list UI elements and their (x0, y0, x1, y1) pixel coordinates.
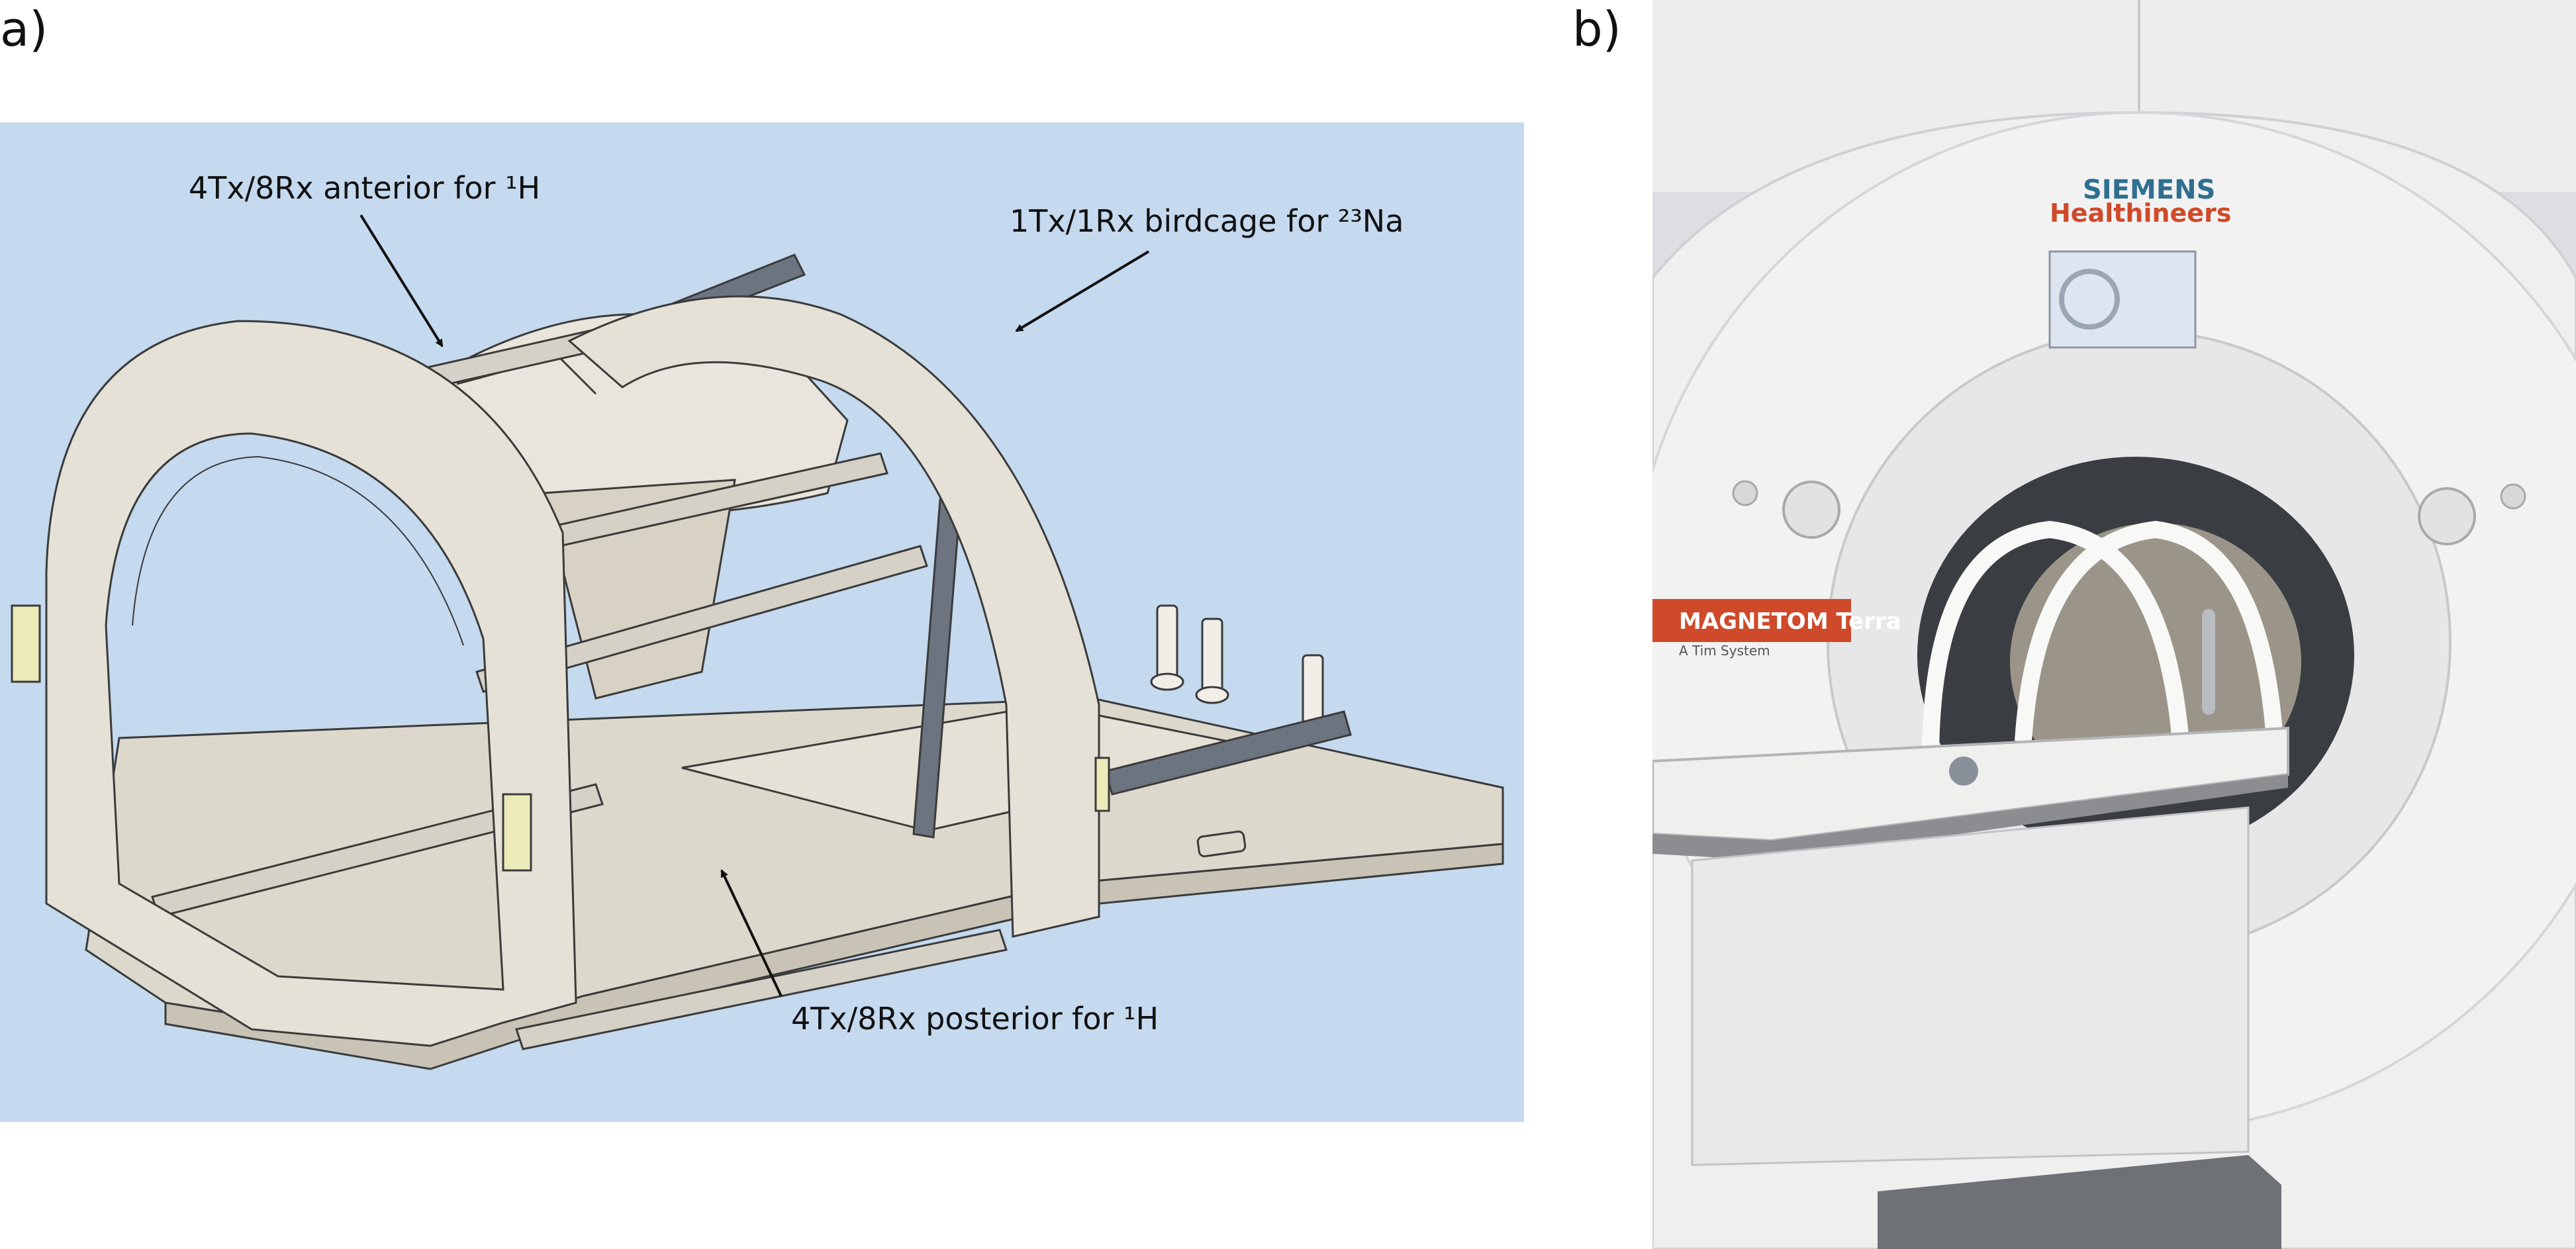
connector-plugs (1150, 604, 1330, 741)
rear-ring-pad (1094, 757, 1110, 812)
label-posterior: 4Tx/8Rx posterior for ¹H (791, 1001, 1159, 1037)
floor-step (1878, 1155, 2281, 1249)
arrow-posterior (720, 869, 783, 997)
model-sublabel: A Tim System (1679, 643, 1770, 659)
coil-grey-rod (2202, 609, 2215, 715)
panel-a-letter: a) (0, 1, 48, 57)
brand-siemens: SIEMENS (2083, 175, 2215, 205)
front-ring-pad-right (502, 793, 532, 872)
model-label-plate (1652, 599, 1851, 642)
table-ball (1949, 757, 1978, 786)
scanner-photo: SIEMENS Healthineers MAGNETOM Terra A Ti… (1652, 0, 2576, 1249)
patient-table-edge (1652, 774, 2288, 860)
panel-b-letter: b) (1572, 1, 1621, 57)
left-knob (1782, 481, 1840, 539)
front-ring (45, 320, 577, 1047)
arrow-birdcage (1015, 250, 1150, 332)
longitudinal-rods (151, 313, 1008, 1050)
display-logo-icon (2059, 269, 2120, 330)
tray-slot (1196, 830, 1247, 858)
right-knob (2418, 487, 2476, 545)
front-ring-inner-edge (132, 455, 464, 646)
arrow-anterior (359, 214, 444, 347)
scanner-display (2048, 250, 2197, 349)
coil-cad-illustration: 4Tx/8Rx anterior for ¹H 1Tx/1Rx birdcage… (0, 122, 1524, 1122)
brand-healthineers: Healthineers (2050, 199, 2231, 228)
front-ring-pad-left (11, 604, 41, 683)
coil-in-scanner (1922, 520, 2283, 762)
right-small-button (2500, 483, 2526, 510)
label-anterior: 4Tx/8Rx anterior for ¹H (189, 170, 540, 206)
left-small-button (1732, 480, 1758, 506)
label-birdcage: 1Tx/1Rx birdcage for ²³Na (1010, 203, 1404, 239)
model-label: MAGNETOM Terra (1679, 608, 1901, 635)
rear-ring (567, 295, 1100, 938)
table-support (1691, 806, 2250, 1166)
